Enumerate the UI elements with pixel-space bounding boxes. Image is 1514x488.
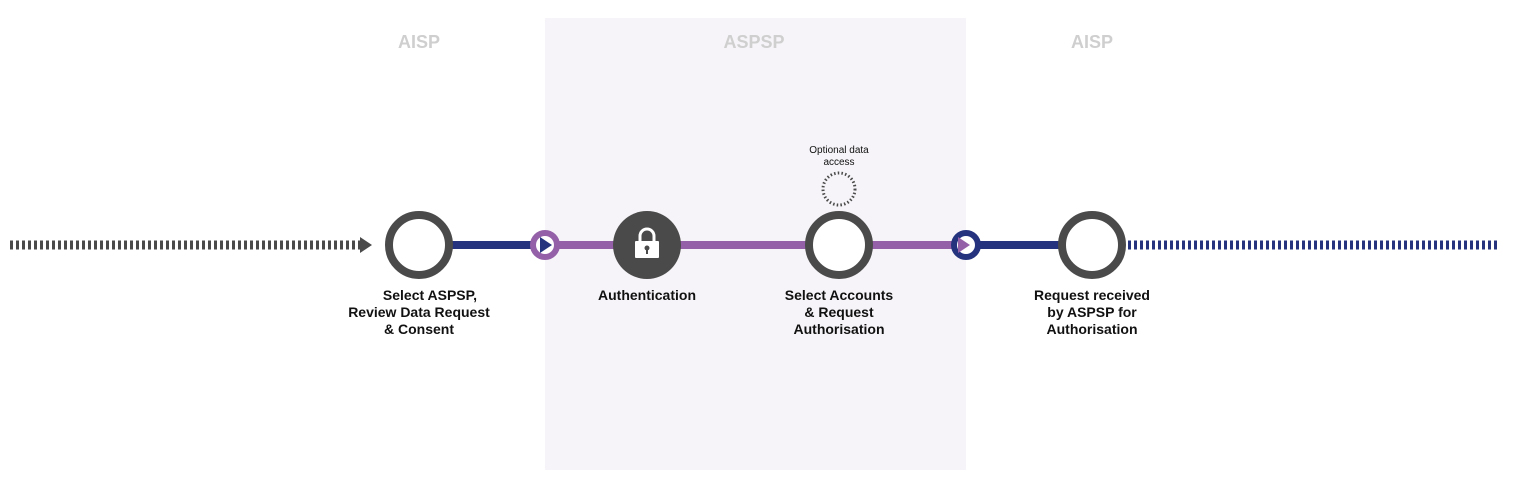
arrow-icon: [540, 237, 552, 253]
incoming-arrow-icon: [360, 237, 372, 253]
step-label: & Request: [804, 304, 874, 320]
step-node-request-received: [1058, 211, 1126, 279]
step-node-select-accounts: [805, 211, 873, 279]
lane-title-aspsp: ASPSP: [723, 32, 784, 52]
step-label: Request received: [1034, 287, 1150, 303]
optional-label-line-2: access: [823, 157, 854, 168]
step-label: & Consent: [384, 321, 454, 337]
step-label: Authentication: [598, 287, 696, 303]
step-label: Select ASPSP,: [383, 287, 477, 303]
lock-icon: [635, 227, 659, 258]
step-label: Select Accounts: [785, 287, 894, 303]
optional-label-line-1: Optional data: [809, 145, 869, 156]
lane-title-aisp-right: AISP: [1071, 32, 1113, 52]
lane-title-aisp-left: AISP: [398, 32, 440, 52]
step-node-select-aspsp: [385, 211, 453, 279]
step-label: Authorisation: [794, 321, 885, 337]
step-label: Review Data Request: [348, 304, 490, 320]
step-label: Authorisation: [1047, 321, 1138, 337]
arrow-icon: [958, 237, 970, 253]
optional-data-access-node: [821, 171, 857, 207]
step-label: by ASPSP for: [1047, 304, 1137, 320]
